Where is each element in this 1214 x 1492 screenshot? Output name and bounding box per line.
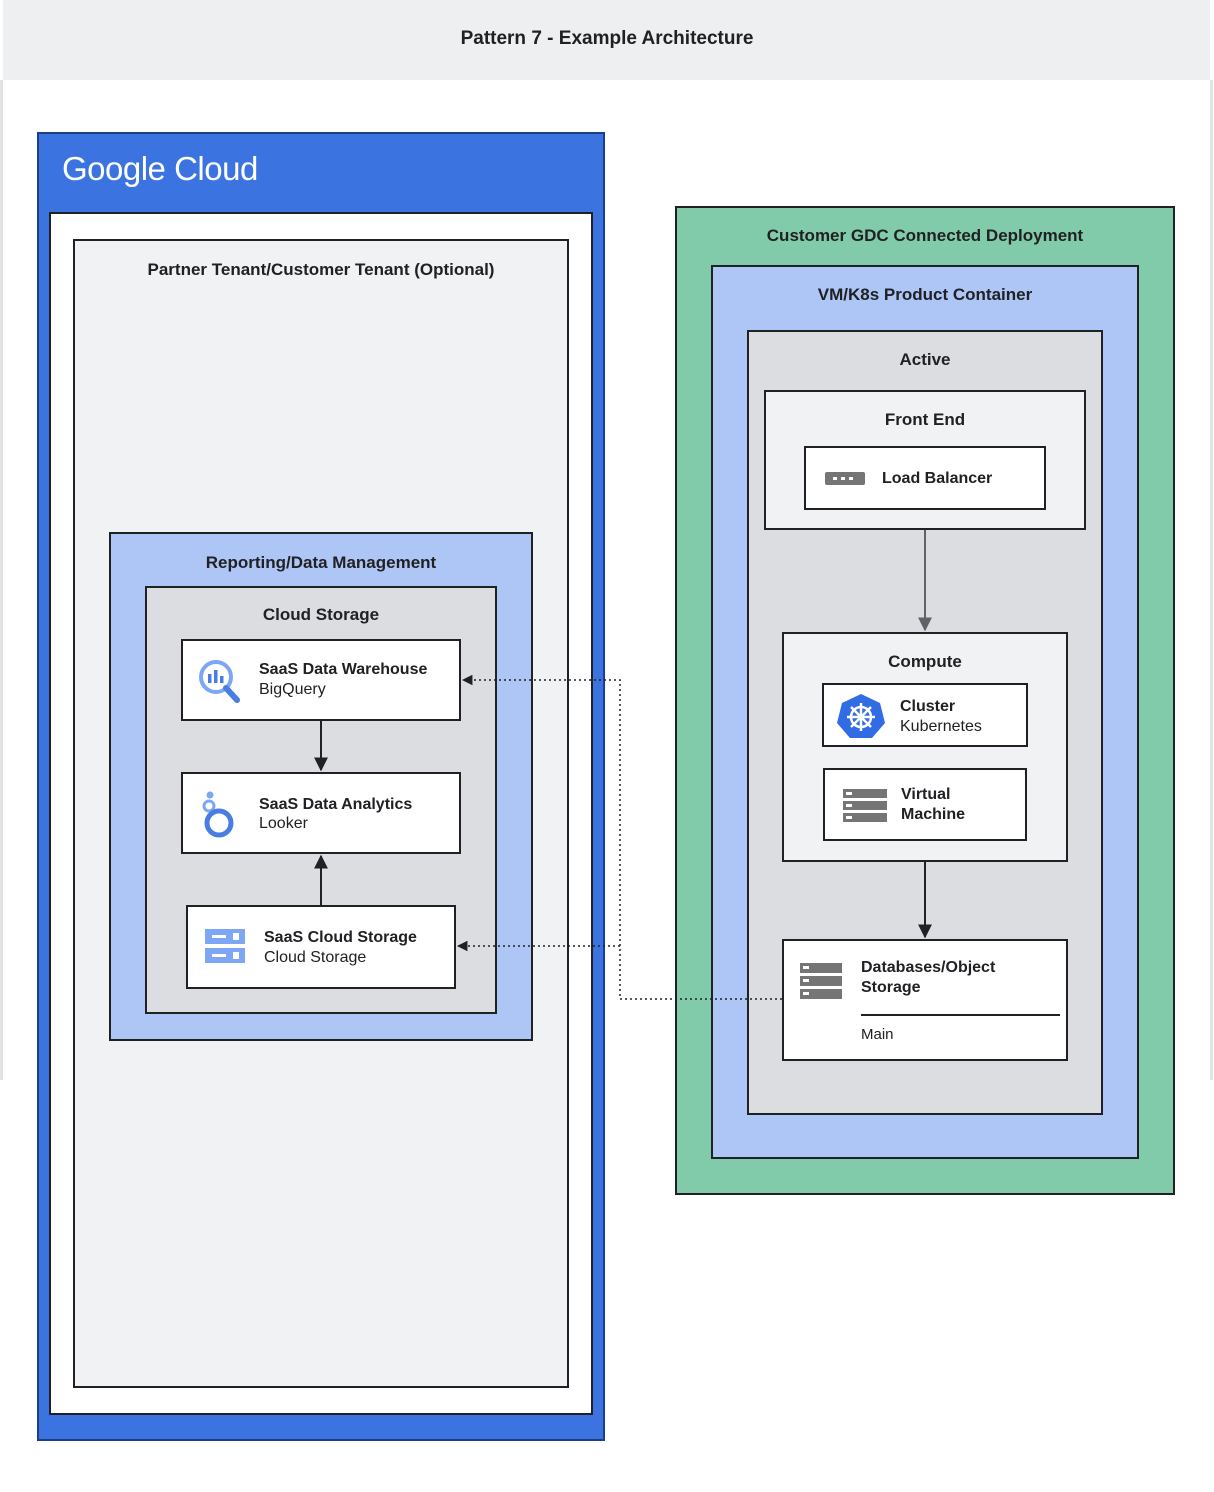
saas-data-warehouse-card[interactable]: SaaS Data Warehouse BigQuery [181, 639, 461, 721]
bigquery-icon [199, 660, 240, 703]
gdc-label: Customer GDC Connected Deployment [766, 226, 1084, 245]
left-edge [0, 80, 3, 1080]
saas-data-analytics-card[interactable]: SaaS Data Analytics Looker [181, 772, 461, 854]
vm-title-line2: Machine [901, 806, 966, 823]
warehouse-subtitle: BigQuery [259, 681, 326, 698]
databases-title-line1: Databases/Object [861, 959, 996, 976]
database-icon [800, 963, 842, 999]
google-cloud-logo: Google Cloud [62, 150, 258, 187]
databases-footer: Main [861, 1026, 894, 1043]
warehouse-title: SaaS Data Warehouse [259, 661, 428, 678]
vm-title-line1: Virtual [901, 786, 951, 803]
cluster-subtitle: Kubernetes [900, 718, 982, 735]
active-label: Active [899, 350, 951, 369]
reporting-label: Reporting/Data Management [205, 553, 437, 572]
cloud-storage-label: Cloud Storage [262, 605, 380, 624]
load-balancer-title: Load Balancer [882, 470, 993, 487]
databases-divider [861, 1014, 1060, 1016]
server-stack-icon [843, 789, 887, 822]
databases-card[interactable]: Databases/Object Storage Main [782, 939, 1068, 1061]
page-title: Pattern 7 - Example Architecture [460, 28, 754, 49]
right-edge [1210, 80, 1213, 1080]
databases-to-warehouse-dotted [461, 674, 782, 1000]
cloud-storage-title: SaaS Cloud Storage [264, 929, 417, 946]
cloud-storage-icon [205, 929, 245, 963]
virtual-machine-card[interactable]: Virtual Machine [823, 768, 1027, 841]
tenant-label: Partner Tenant/Customer Tenant (Optional… [147, 260, 495, 279]
cluster-card[interactable]: Cluster Kubernetes [822, 683, 1028, 747]
analytics-title: SaaS Data Analytics [259, 796, 413, 813]
saas-cloud-storage-card[interactable]: SaaS Cloud Storage Cloud Storage [186, 905, 456, 989]
kubernetes-icon [837, 694, 885, 738]
cloud-storage-subtitle: Cloud Storage [264, 949, 367, 966]
looker-icon [202, 791, 234, 838]
load-balancer-card[interactable]: Load Balancer [804, 446, 1046, 510]
front-end-label: Front End [884, 410, 966, 429]
cluster-title: Cluster [900, 698, 956, 715]
compute-label: Compute [888, 652, 962, 671]
load-balancer-icon [825, 472, 865, 485]
databases-title-line2: Storage [861, 979, 921, 996]
vm-k8s-label: VM/K8s Product Container [817, 285, 1033, 304]
analytics-subtitle: Looker [259, 815, 308, 832]
header-bar [3, 0, 1210, 80]
